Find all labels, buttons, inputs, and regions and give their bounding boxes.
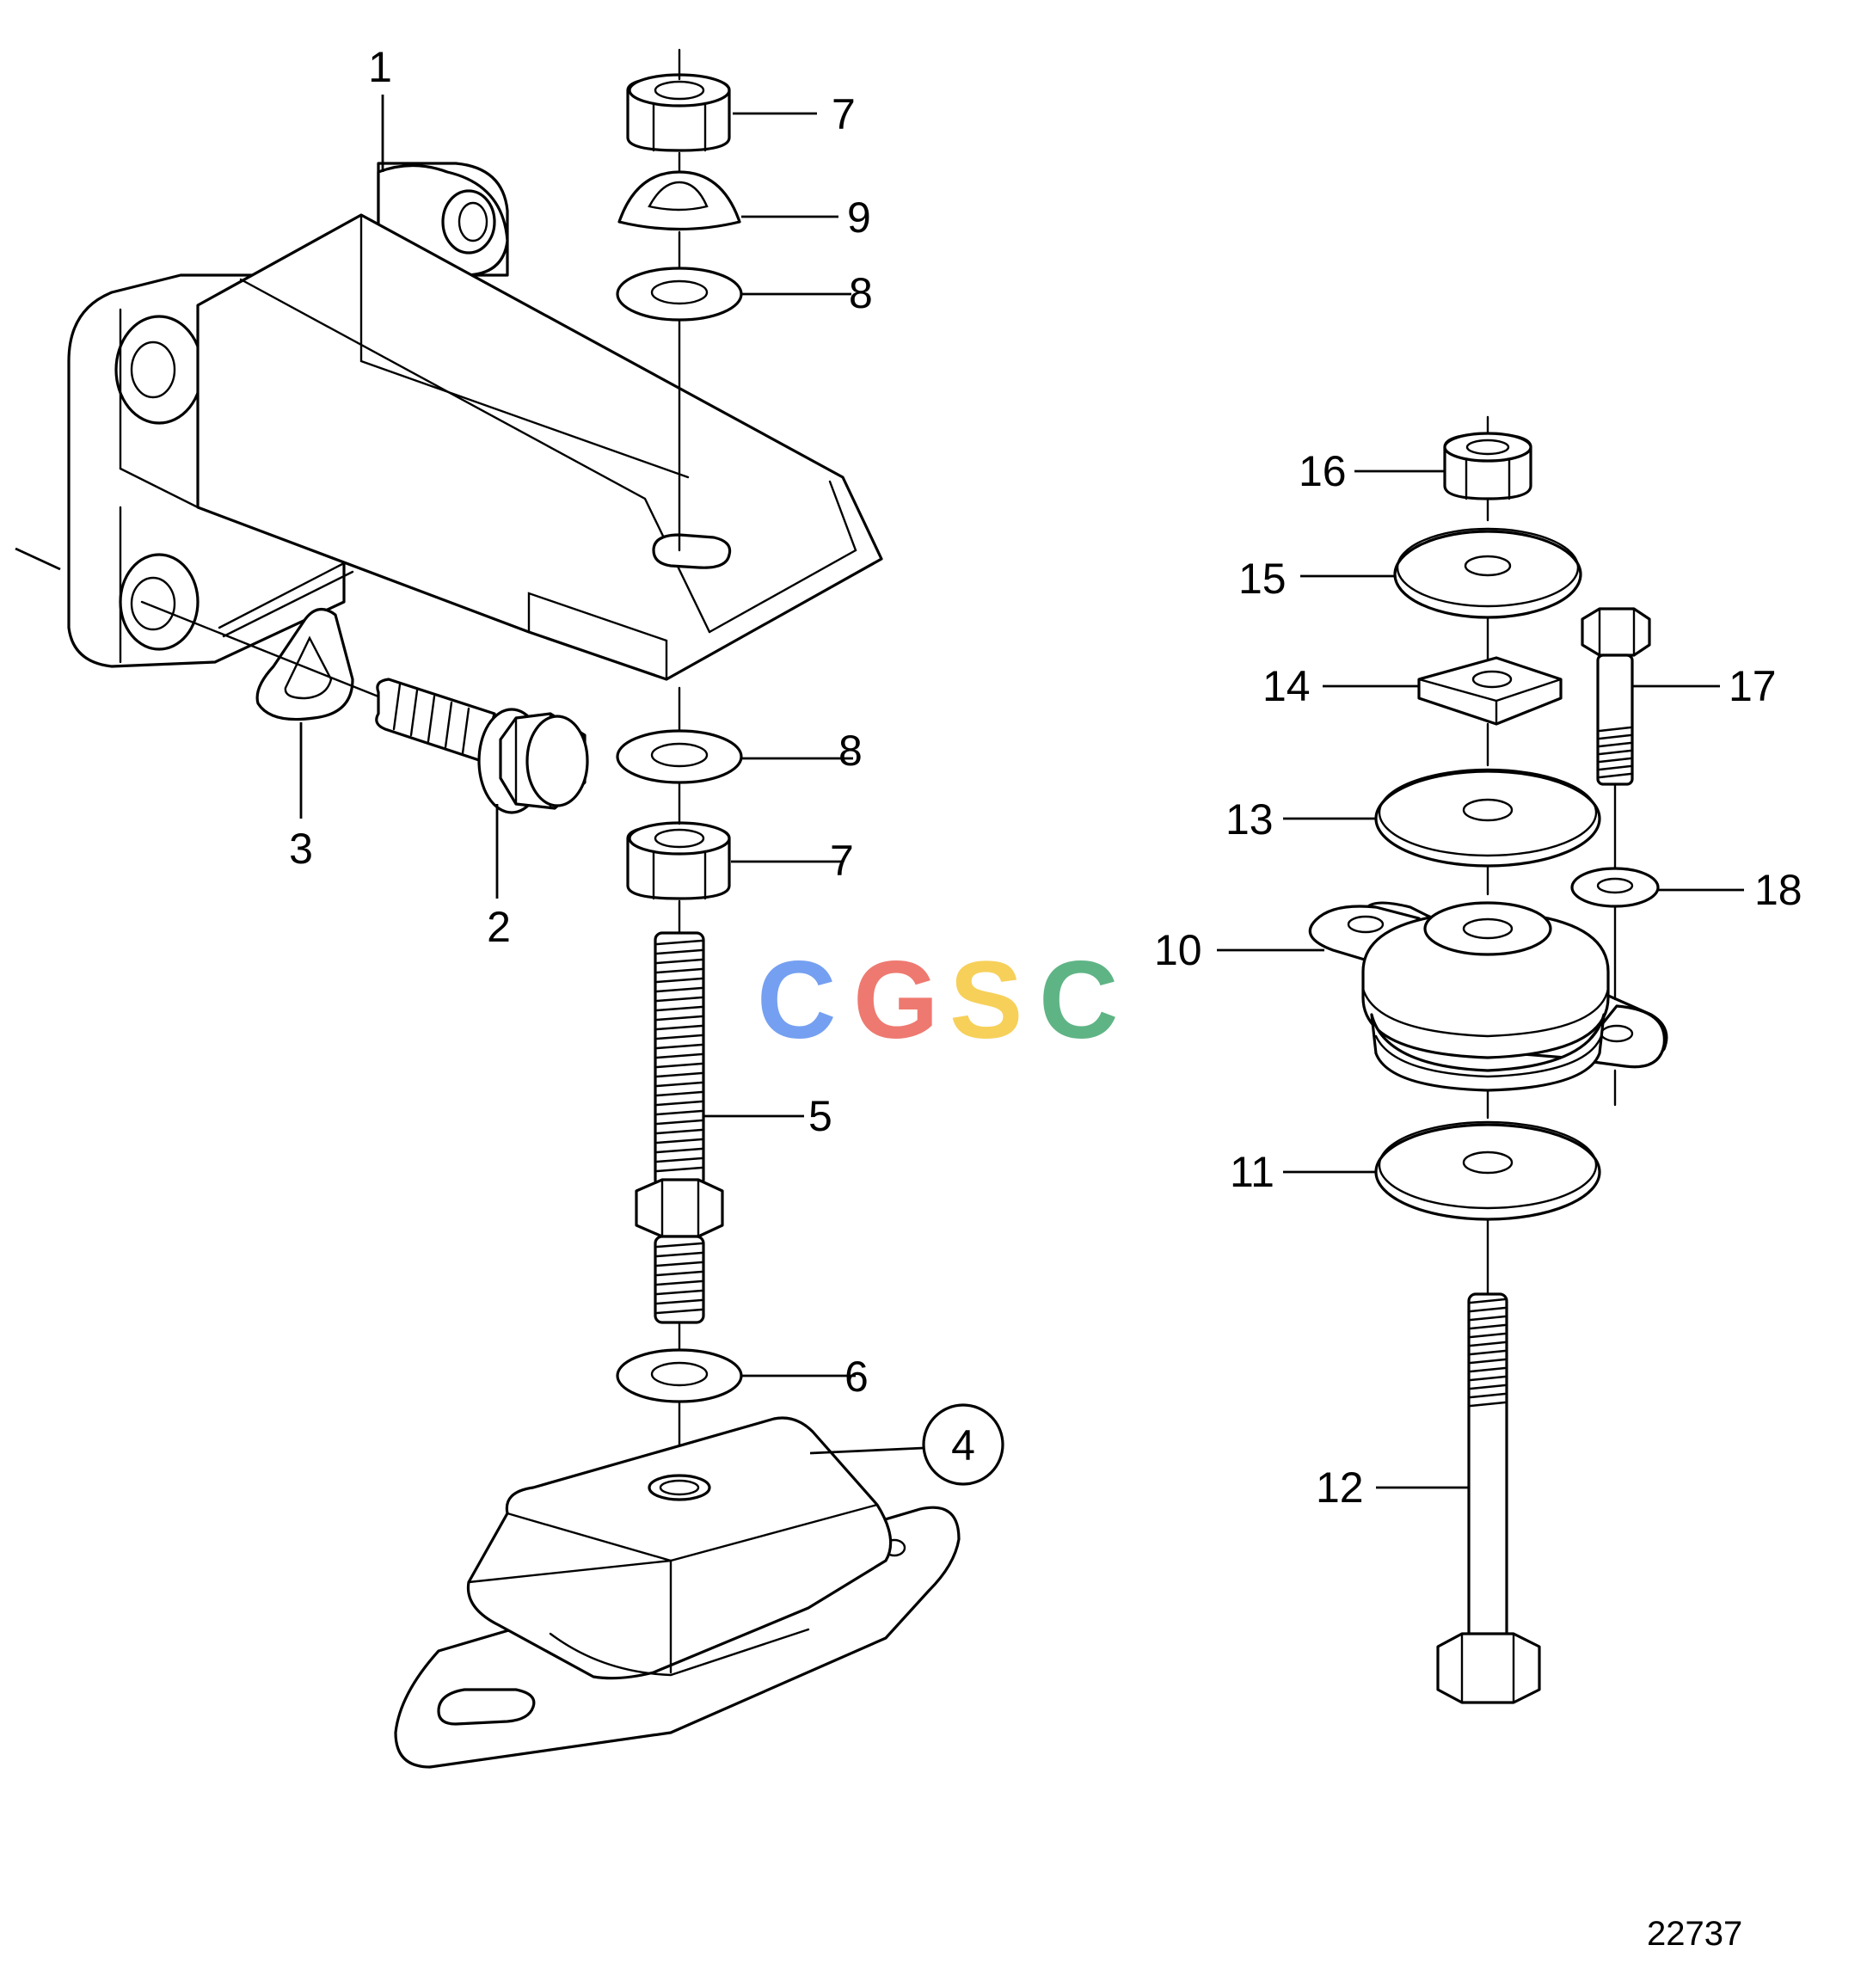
- part-16-lock-nut: [1443, 432, 1532, 500]
- callout-14: 14: [1262, 662, 1311, 710]
- part-2-axis-line: [140, 600, 380, 698]
- callout-17: 17: [1729, 662, 1777, 710]
- callout-1: 1: [368, 43, 392, 91]
- part-8-lower-washer: [616, 729, 743, 784]
- callout-4-circle: [922, 1403, 1004, 1486]
- callout-7-upper: 7: [832, 90, 856, 138]
- callout-12: 12: [1316, 1463, 1364, 1512]
- callout-13: 13: [1225, 795, 1274, 844]
- part-9-curved-washer: [617, 170, 741, 231]
- callout-6: 6: [844, 1353, 869, 1401]
- callout-8-upper: 8: [849, 269, 873, 317]
- part-12-long-bolt: [1436, 1292, 1541, 1704]
- watermark-letter-4: C: [1039, 939, 1118, 1062]
- callout-11: 11: [1230, 1148, 1274, 1196]
- part-10-rubber-mount: [1308, 901, 1668, 1092]
- drawing-number: 22737: [1647, 1915, 1742, 1953]
- part-3-triangular-washer: [255, 608, 354, 721]
- part-6-washer: [616, 1348, 743, 1403]
- leader-lines: [15, 95, 1744, 1489]
- part-17-small-bolt: [1581, 607, 1651, 786]
- callout-4: 4: [951, 1421, 975, 1470]
- watermark-letter-2: G: [853, 939, 939, 1062]
- callout-8-lower: 8: [838, 727, 863, 775]
- callout-9: 9: [847, 193, 871, 242]
- part-11-large-washer: [1374, 1120, 1601, 1221]
- callout-labels: 1 2 3 4 5 6 7 7 8 8 9 10 11 12 13 14 15 …: [289, 43, 1803, 1512]
- callout-2: 2: [487, 903, 511, 951]
- part-7-lower-nut: [626, 821, 731, 900]
- callout-18: 18: [1754, 866, 1803, 914]
- part-13-large-washer: [1374, 768, 1601, 868]
- part-2-flange-bolt: [375, 678, 589, 814]
- part-18-small-washer: [1570, 867, 1660, 908]
- callout-15: 15: [1238, 555, 1287, 603]
- watermark-letter-1: C: [757, 939, 836, 1062]
- callout-5: 5: [808, 1092, 832, 1140]
- part-8-upper-washer: [616, 267, 743, 322]
- part-15-large-washer: [1393, 527, 1582, 619]
- part-14-square-spacer: [1417, 656, 1563, 726]
- callout-7-lower: 7: [830, 837, 854, 885]
- part-7-upper-nut: [626, 73, 731, 152]
- part-4-rubber-mount: [394, 1416, 961, 1769]
- watermark-letter-3: S: [949, 939, 1023, 1062]
- callout-10: 10: [1154, 926, 1202, 974]
- callout-3: 3: [289, 825, 313, 873]
- part-5-threaded-stud: [635, 931, 724, 1324]
- callout-16: 16: [1299, 447, 1347, 495]
- part-1-bracket: [67, 162, 883, 681]
- watermark-logo: C G S C: [757, 939, 1118, 1062]
